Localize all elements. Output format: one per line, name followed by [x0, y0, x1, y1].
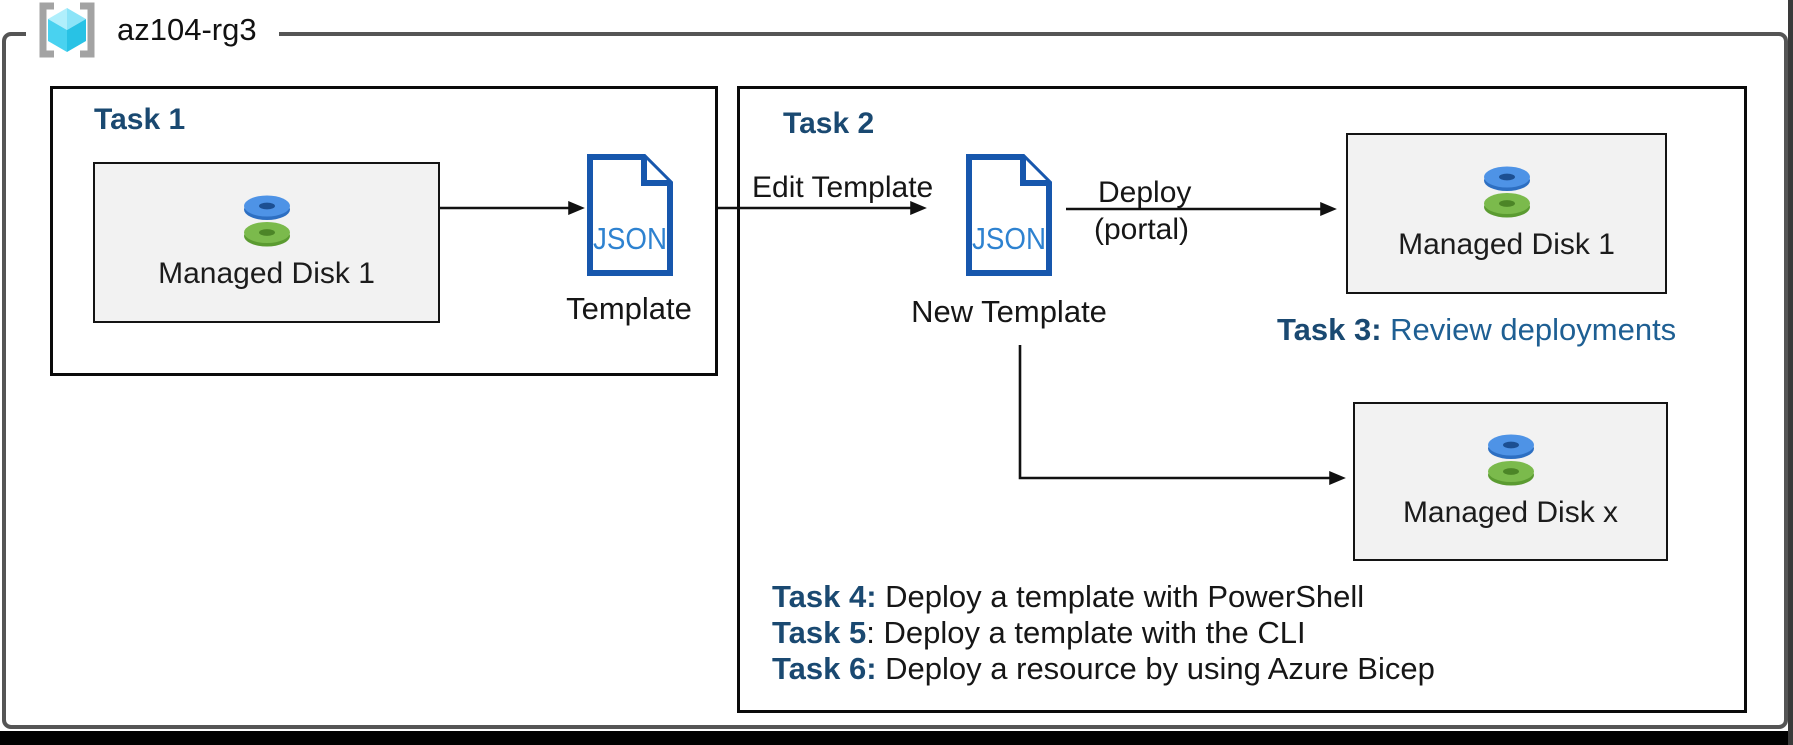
task5-bold: Task 5: [772, 615, 867, 650]
task6-rest: Deploy a resource by using Azure Bicep: [876, 651, 1435, 686]
deploy-portal-arrow-label: (portal): [1094, 213, 1190, 246]
json-template-file-icon: JSON: [587, 154, 673, 276]
managed-disk-1-label: Managed Disk 1: [158, 257, 375, 290]
json-file-type-label: JSON: [972, 221, 1046, 256]
managed-disk-x-box: Managed Disk x: [1353, 402, 1668, 561]
resource-group-icon: [39, 2, 95, 58]
template-caption: Template: [566, 291, 692, 326]
json-file-type-label: JSON: [593, 221, 667, 256]
json-new-template-file-icon: JSON: [966, 154, 1052, 276]
managed-disk-1-deployed-box: Managed Disk 1: [1346, 133, 1667, 294]
managed-disk-x-label: Managed Disk x: [1402, 496, 1619, 529]
managed-disk-1-box: Managed Disk 1: [93, 162, 440, 323]
task4-text: Task 4: Deploy a template with PowerShel…: [772, 579, 1435, 615]
managed-disk-1-deployed-label: Managed Disk 1: [1398, 228, 1615, 261]
disk-icon: [243, 195, 290, 247]
task3-text: Task 3: Review deployments: [1277, 312, 1676, 348]
new-template-caption: New Template: [911, 294, 1107, 329]
right-edge-bar: [1788, 0, 1793, 745]
task4-bold: Task 4:: [772, 579, 877, 614]
task5-rest: : Deploy a template with the CLI: [866, 615, 1306, 650]
edit-template-arrow-label: Edit Template: [752, 171, 934, 204]
resource-group-outline: [2, 32, 1788, 729]
task3-bold: Task 3:: [1277, 312, 1382, 347]
task3-rest: Review deployments: [1381, 312, 1677, 347]
disk-icon: [1487, 434, 1534, 486]
task1-title: Task 1: [94, 103, 186, 136]
task5-text: Task 5: Deploy a template with the CLI: [772, 615, 1435, 651]
deploy-arrow-label: Deploy: [1098, 176, 1192, 209]
disk-icon: [1483, 166, 1530, 218]
resource-group-header: az104-rg3: [26, 0, 279, 60]
bottom-letterbox-bar: [0, 731, 1793, 745]
resource-group-name: az104-rg3: [117, 12, 257, 47]
task6-text: Task 6: Deploy a resource by using Azure…: [772, 651, 1435, 687]
task2-title: Task 2: [783, 107, 875, 140]
task4-rest: Deploy a template with PowerShell: [876, 579, 1365, 614]
task6-bold: Task 6:: [772, 651, 877, 686]
task-list: Task 4: Deploy a template with PowerShel…: [772, 579, 1435, 687]
